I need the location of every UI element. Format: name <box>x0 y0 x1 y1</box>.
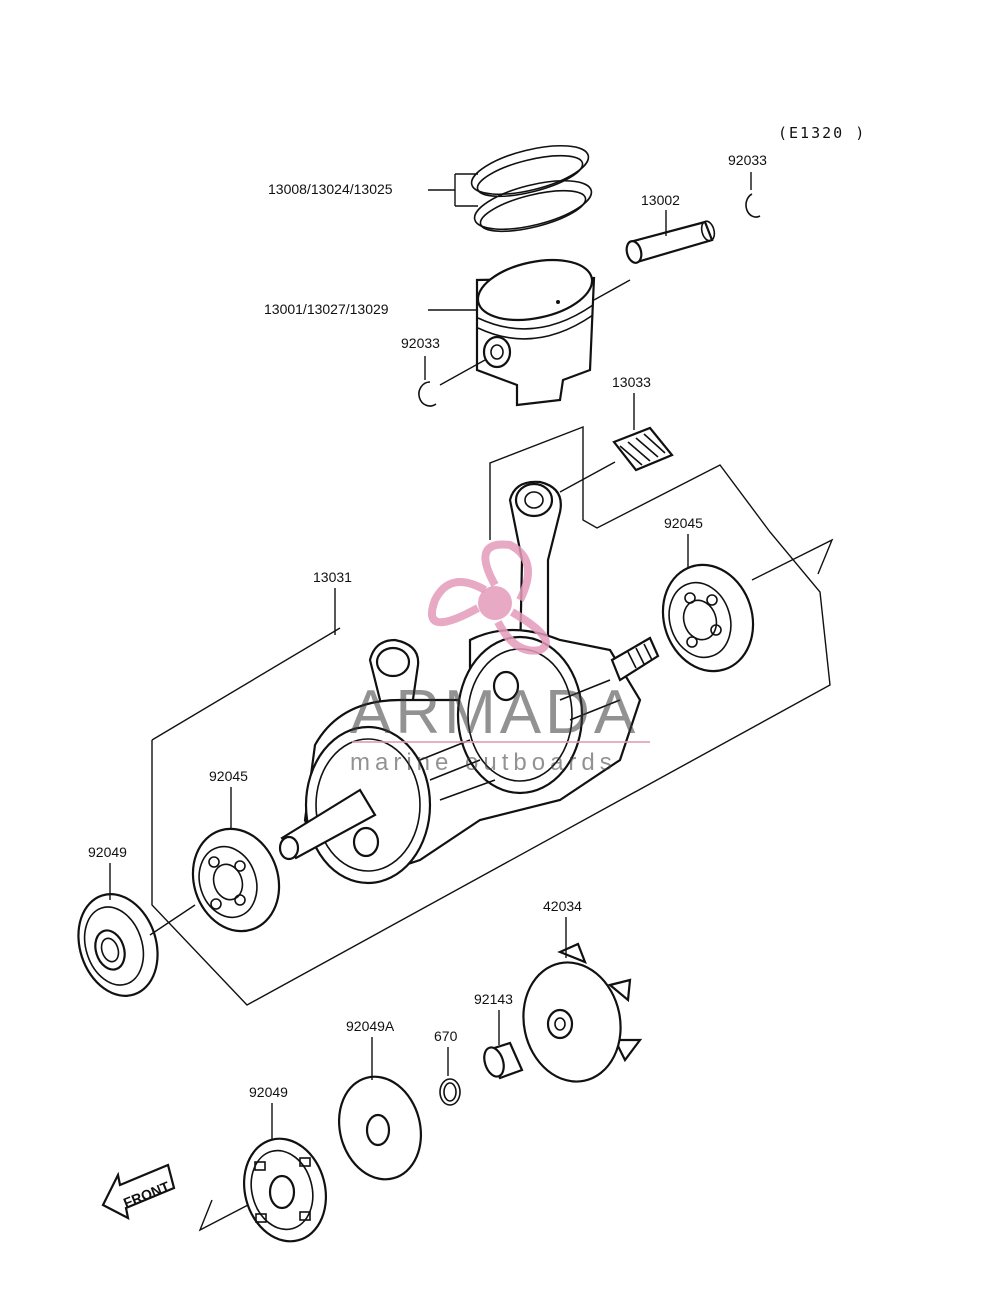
leader-seal-left <box>109 863 196 936</box>
leader-seal-bottom <box>198 1103 273 1232</box>
label-rotor: 42034 <box>543 898 582 914</box>
leader-needle-bearing <box>559 393 635 493</box>
crankshaft-bracket <box>151 425 831 1006</box>
piston[interactable] <box>472 251 597 407</box>
needle-bearing[interactable] <box>612 426 674 472</box>
label-oring: 670 <box>434 1028 458 1044</box>
oil-seal-bottom[interactable] <box>233 1129 337 1250</box>
label-seal-left: 92049 <box>88 844 127 860</box>
label-seal-bottom: 92049 <box>249 1084 288 1100</box>
leader-pin <box>593 210 667 301</box>
label-collar: 92143 <box>474 991 513 1007</box>
label-clip-left: 92033 <box>401 335 440 351</box>
armada-logo-icon <box>427 540 550 655</box>
circlip-top[interactable] <box>745 193 761 218</box>
label-needle-bearing: 13033 <box>612 374 651 390</box>
label-bearing-right: 92045 <box>664 515 703 531</box>
o-ring[interactable] <box>439 1078 461 1106</box>
piston-rings[interactable] <box>467 136 596 240</box>
diagram-code: (E1320 ) <box>778 124 866 142</box>
leader-ring <box>428 173 478 207</box>
rotor[interactable] <box>513 942 643 1091</box>
label-piston: 13001/13027/13029 <box>264 301 389 317</box>
watermark-tagline: marine outboards <box>350 749 617 776</box>
watermark-brand: ARMADA <box>350 678 639 747</box>
oil-seal-left[interactable] <box>66 884 170 1006</box>
label-ring: 13008/13024/13025 <box>268 181 393 197</box>
bracket-arrow-right <box>751 538 834 581</box>
front-arrow: FRONT <box>101 1163 176 1221</box>
circlip-left[interactable] <box>418 381 437 407</box>
washer[interactable] <box>328 1067 432 1188</box>
label-pin: 13002 <box>641 192 680 208</box>
leader-clip-left <box>424 356 486 386</box>
piston-pin[interactable] <box>624 220 716 265</box>
bearing-right[interactable] <box>649 553 766 683</box>
label-clip-top: 92033 <box>728 152 767 168</box>
label-crankshaft: 13031 <box>313 569 352 585</box>
bearing-left[interactable] <box>180 818 292 943</box>
label-washer: 92049A <box>346 1018 395 1034</box>
armada-watermark: ARMADA marine outboards <box>350 540 650 776</box>
crankshaft-bracket-top <box>151 627 341 741</box>
label-bearing-left: 92045 <box>209 768 248 784</box>
collar[interactable] <box>481 1041 524 1080</box>
